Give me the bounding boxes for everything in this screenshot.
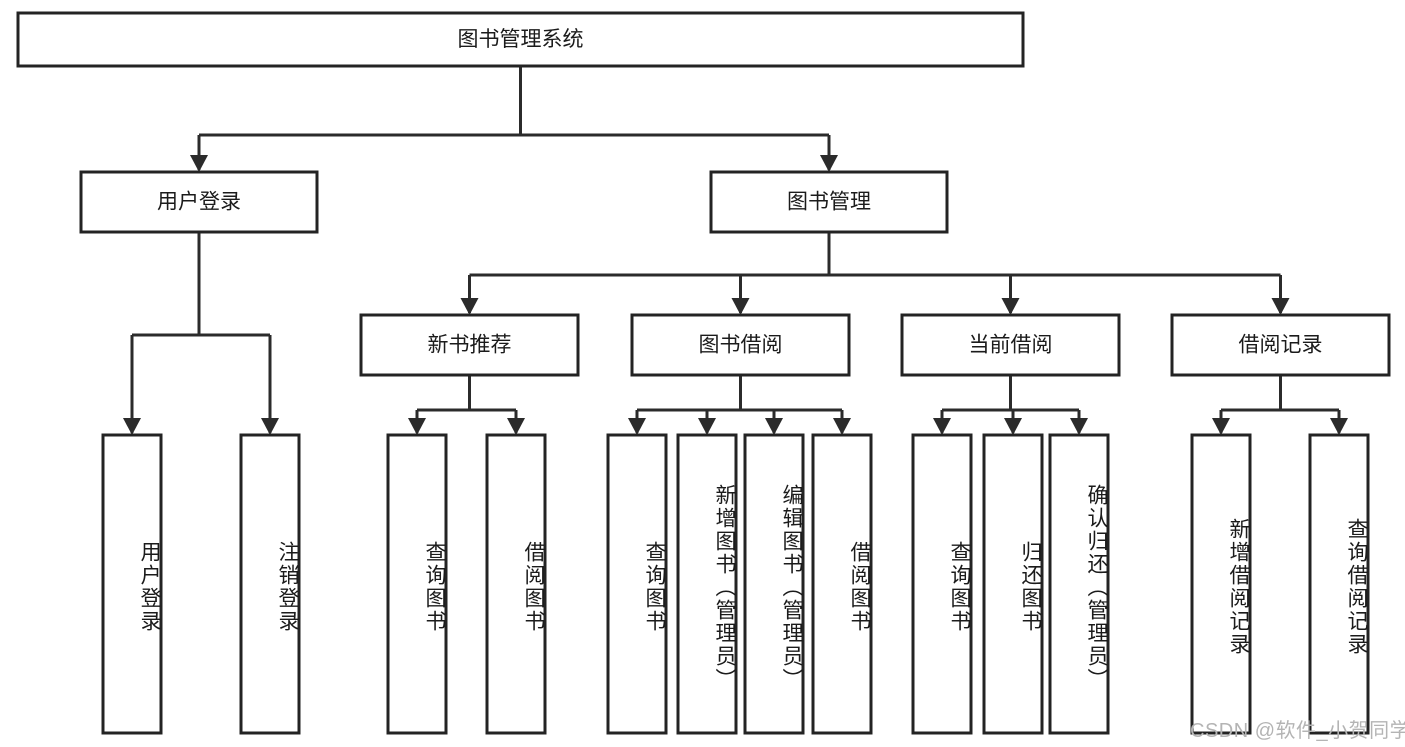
node-level3-2[interactable] [900,313,1121,377]
arrow-user-login-leaf-1 [261,418,279,435]
node-root-label: 图书管理系统 [458,28,584,51]
node-level2-1-label: 图书管理 [787,191,871,214]
node-level2-1[interactable] [709,170,949,234]
connector-layer [123,66,1348,435]
node-level3-1[interactable] [630,313,851,377]
node-level3-0[interactable] [359,313,580,377]
arrow-level3-2 [1001,298,1020,315]
arrow-level3-2-leaf-0 [933,418,951,435]
arrow-level3-1 [731,298,750,315]
arrow-user-login-leaf-0 [123,418,141,435]
arrow-level3-3-leaf-1 [1330,418,1348,435]
node-leaf-11[interactable] [1190,433,1252,735]
arrow-level3-0 [460,298,479,315]
arrow-level3-2-leaf-2 [1070,418,1088,435]
node-leaf-3[interactable] [485,433,547,735]
arrow-level3-1-leaf-0 [628,418,646,435]
node-leaf-8[interactable] [911,433,973,735]
arrow-level3-2-leaf-1 [1004,418,1022,435]
node-leaf-9[interactable] [982,433,1044,735]
node-leaf-7[interactable] [811,433,873,735]
arrow-level3-0-leaf-1 [507,418,525,435]
arrow-level3-3-leaf-0 [1212,418,1230,435]
node-level3-3[interactable] [1170,313,1391,377]
node-level3-2-label: 当前借阅 [969,334,1053,357]
node-leaf-5[interactable] [676,433,738,735]
arrow-level3-0-leaf-0 [408,418,426,435]
csdn-watermark: CSDN @软件_小贺同学 [1190,720,1405,742]
node-leaf-12[interactable] [1308,433,1370,735]
node-level2-0[interactable] [79,170,319,234]
node-leaf-4[interactable] [606,433,668,735]
arrow-level2-1 [820,155,838,172]
arrow-level3-1-leaf-1 [698,418,716,435]
arrow-level2-0 [190,155,208,172]
arrow-level3-3 [1271,298,1290,315]
node-level3-0-label: 新书推荐 [428,334,512,357]
node-leaf-0[interactable] [101,433,163,735]
node-level3-3-label: 借阅记录 [1239,334,1323,357]
arrow-level3-1-leaf-3 [833,418,851,435]
node-root[interactable] [16,11,1025,68]
node-leaf-1[interactable] [239,433,301,735]
arrow-level3-1-leaf-2 [765,418,783,435]
node-box-layer [16,11,1391,735]
node-level2-0-label: 用户登录 [157,191,241,214]
node-leaf-2[interactable] [386,433,448,735]
node-level3-1-label: 图书借阅 [699,334,783,357]
node-leaf-6[interactable] [743,433,805,735]
node-leaf-10[interactable] [1048,433,1110,735]
